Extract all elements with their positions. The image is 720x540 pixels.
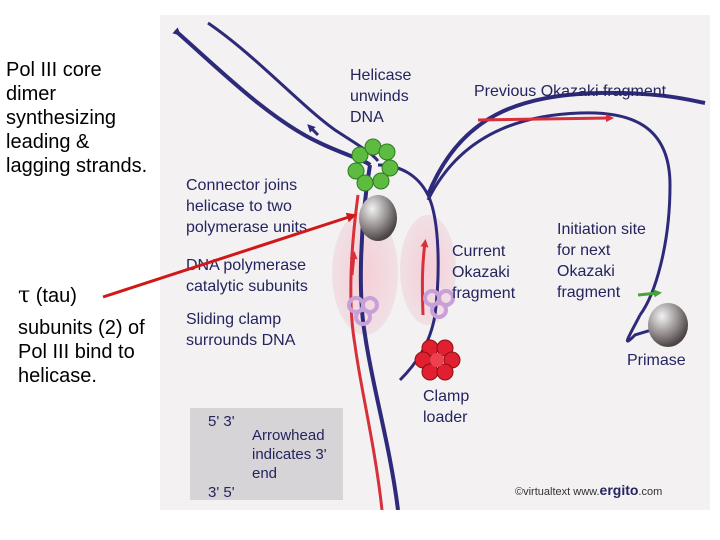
label-connector: Connector joins helicase to two polymera… bbox=[186, 177, 307, 236]
initiation-site-arrow bbox=[637, 289, 662, 298]
helicase-shape bbox=[347, 138, 399, 192]
previous-okazaki-arrow bbox=[477, 114, 614, 123]
lagging-to-primase bbox=[625, 314, 669, 343]
figure-drawing bbox=[172, 21, 706, 510]
primase-shape bbox=[648, 303, 688, 347]
lagging-template-loop bbox=[426, 111, 672, 316]
connector-shape bbox=[359, 195, 397, 241]
tau-label: (tau) bbox=[35, 285, 77, 307]
leading-arrow bbox=[349, 251, 358, 276]
parental-strand-upper bbox=[172, 27, 372, 167]
label-helicase: Helicase unwinds DNA bbox=[350, 65, 430, 128]
clamp-loader-shape bbox=[414, 339, 461, 381]
caption-main: Pol III core dimer synthesizing leading … bbox=[6, 59, 148, 177]
label-primase: Primase bbox=[627, 352, 686, 369]
tau-description: subunits (2) of Pol III bind to helicase… bbox=[18, 317, 145, 387]
label-dna-polymerase: DNA polymerase catalytic subunits bbox=[186, 257, 308, 295]
label-current-fragment: Current Okazaki fragment bbox=[452, 243, 516, 302]
label-clamp-loader: Clamp loader bbox=[423, 388, 470, 426]
copyright-notice: ©virtualtext www.ergito.com bbox=[515, 480, 662, 503]
sliding-clamp-lagging bbox=[423, 289, 455, 319]
strand-legend bbox=[190, 408, 343, 500]
tau-heading: τ (tau) bbox=[18, 284, 77, 308]
current-okazaki-arrow bbox=[420, 239, 429, 316]
legend-bottom-ends: 3' 5' bbox=[208, 484, 235, 501]
copyright-site-suffix: .com bbox=[638, 486, 663, 498]
helicase-direction-arrow bbox=[307, 124, 320, 137]
tau-symbol: τ bbox=[18, 283, 31, 308]
legend-top-ends: 5' 3' bbox=[208, 413, 235, 430]
copyright-prefix: ©virtualtext bbox=[515, 486, 571, 498]
label-helicase-text: Helicase unwinds DNA bbox=[350, 67, 412, 126]
copyright-brand: ergito bbox=[599, 482, 639, 498]
label-initiation-site: Initiation site for next Okazaki fragmen… bbox=[557, 221, 646, 301]
lagging-template-top bbox=[426, 90, 706, 196]
sliding-clamp-leading bbox=[347, 296, 379, 326]
label-sliding-clamp: Sliding clamp surrounds DNA bbox=[186, 311, 296, 349]
copyright-site-prefix: www. bbox=[573, 486, 600, 498]
legend-description: Arrowhead indicates 3' end bbox=[252, 427, 327, 482]
label-previous-fragment: Previous Okazaki fragment bbox=[474, 83, 667, 100]
polymerase-lagging-shape bbox=[400, 215, 456, 325]
